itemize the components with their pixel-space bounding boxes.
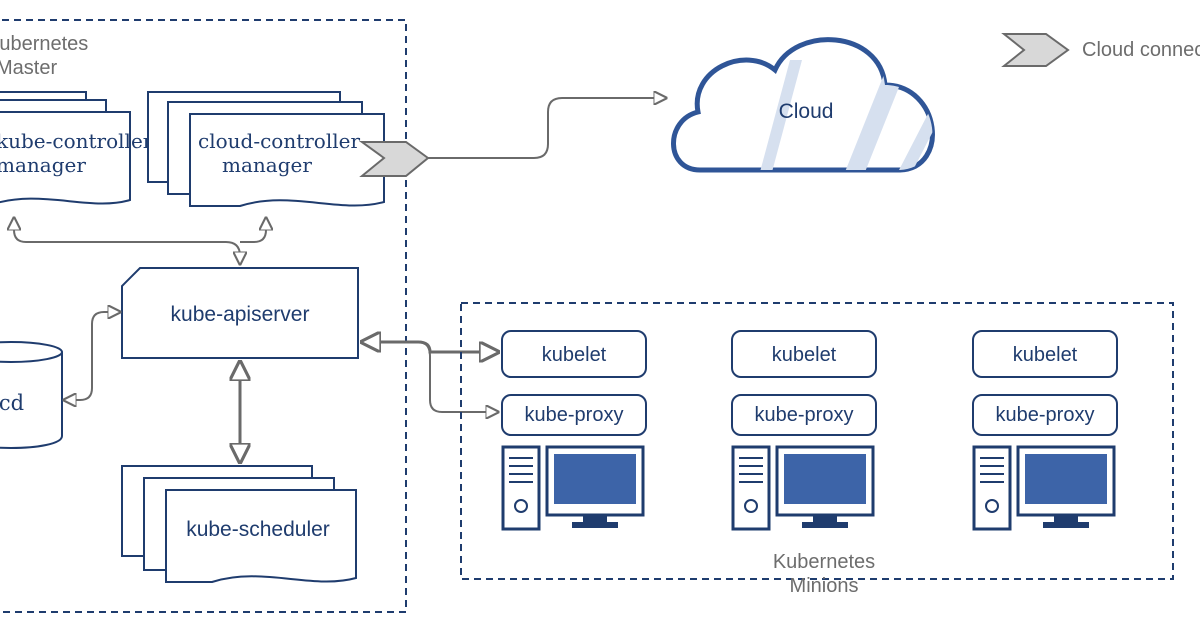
- minions-title-line1: Kubernetes: [773, 551, 875, 573]
- connector-apiserver-etcd: [64, 312, 120, 400]
- minions-boundary: [460, 302, 1174, 580]
- kube-scheduler-label: kube-scheduler: [186, 518, 330, 541]
- kube-controller-manager-label-line1: kube-controller-: [0, 129, 159, 153]
- master-boundary: [0, 19, 407, 613]
- minion-node: kubelet kube-proxy: [501, 330, 647, 531]
- cloud-node: Cloud: [671, 37, 935, 173]
- kube-proxy-label: kube-proxy: [996, 404, 1095, 426]
- kube-controller-manager-label-line2: manager: [0, 153, 86, 177]
- legend-cloud-connector: Cloud connector: [1001, 33, 1200, 67]
- connector-apiserver-kube-proxy: [417, 341, 498, 412]
- computer-icon: [972, 445, 1116, 531]
- minions-title-line2: Minions: [790, 575, 859, 597]
- connector-to-cloud: [428, 98, 666, 159]
- kubelet-label: kubelet: [772, 344, 837, 366]
- kube-scheduler-node: kube-scheduler: [121, 465, 357, 583]
- kube-controller-manager-node: kube-controller- manager: [0, 91, 159, 205]
- connector-ccm-apiserver: [240, 218, 266, 243]
- minion-node: kubelet kube-proxy: [731, 330, 877, 531]
- kube-apiserver-label: kube-apiserver: [171, 303, 310, 326]
- master-title-line2: Master: [0, 57, 57, 79]
- kube-apiserver-node: kube-apiserver: [121, 267, 359, 359]
- master-title-line1: Kubernetes: [0, 33, 88, 55]
- etcd-label: etcd: [0, 391, 24, 415]
- kubelet-label: kubelet: [542, 344, 607, 366]
- cloud-controller-manager-node: cloud-controller manager: [147, 91, 385, 207]
- legend-chevron-icon: [1001, 33, 1070, 67]
- kube-proxy-label: kube-proxy: [755, 404, 854, 426]
- cloud-connector-icon: [358, 141, 430, 177]
- cloud-controller-manager-label-line2: manager: [222, 153, 312, 177]
- computer-icon: [731, 445, 875, 531]
- computer-icon: [501, 445, 645, 531]
- cloud-label: Cloud: [779, 100, 834, 123]
- legend-label: Cloud connector: [1082, 39, 1200, 61]
- cloud-controller-manager-label-line1: cloud-controller: [198, 129, 360, 153]
- kubelet-label: kubelet: [1013, 344, 1078, 366]
- connector-kcm-apiserver: [14, 218, 240, 264]
- etcd-node: etcd: [0, 341, 63, 449]
- minion-node: kubelet kube-proxy: [972, 330, 1118, 531]
- kube-proxy-label: kube-proxy: [525, 404, 624, 426]
